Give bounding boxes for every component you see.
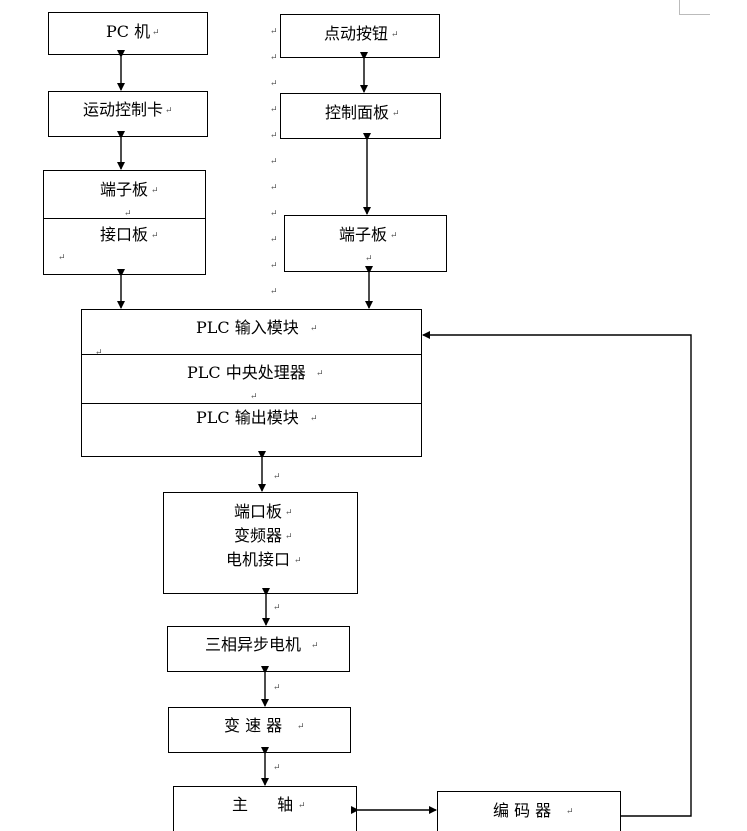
plc-box: PLC 输入模块 ↵ ↵ PLC 中央处理器 ↵ ↵ PLC 输出模块 ↵ bbox=[81, 309, 422, 457]
encoder-label: 编 码 器 bbox=[493, 801, 552, 820]
paragraph-mark: ↵ bbox=[270, 105, 278, 115]
paragraph-mark: ↵ bbox=[273, 683, 281, 693]
paragraph-mark: ↵ bbox=[566, 807, 574, 817]
paragraph-mark: ↵ bbox=[285, 532, 293, 542]
paragraph-mark: ↵ bbox=[310, 324, 318, 334]
async-motor-box: 三相异步电机 ↵ bbox=[167, 626, 350, 672]
paragraph-mark: ↵ bbox=[270, 235, 278, 245]
terminal-board-left-label: 端子板 bbox=[100, 180, 149, 199]
plc-cpu-label: PLC 中央处理器 bbox=[187, 363, 306, 382]
jog-button-label: 点动按钮 bbox=[324, 24, 389, 43]
pc-box: PC 机 ↵ bbox=[48, 12, 208, 55]
paragraph-mark: ↵ bbox=[391, 30, 399, 40]
paragraph-mark: ↵ bbox=[270, 183, 278, 193]
paragraph-mark: ↵ bbox=[270, 27, 278, 37]
paragraph-mark: ↵ bbox=[294, 556, 302, 566]
paragraph-mark: ↵ bbox=[273, 763, 281, 773]
pc-label: PC 机 bbox=[106, 22, 151, 41]
terminal-interface-board-box: 端子板 ↵ ↵ 接口板 ↵ ↵ bbox=[43, 170, 206, 275]
paragraph-mark: ↵ bbox=[285, 508, 293, 518]
spindle-label: 主 轴 bbox=[232, 795, 294, 814]
paragraph-mark: ↵ bbox=[250, 392, 258, 402]
paragraph-mark: ↵ bbox=[270, 209, 278, 219]
paragraph-mark: ↵ bbox=[392, 109, 400, 119]
reducer-label: 变 速 器 bbox=[224, 716, 283, 735]
paragraph-mark: ↵ bbox=[124, 209, 132, 219]
terminal-board-right-label: 端子板 bbox=[339, 225, 388, 244]
paragraph-mark: ↵ bbox=[365, 254, 373, 264]
plc-output-label: PLC 输出模块 bbox=[196, 408, 299, 427]
paragraph-mark: ↵ bbox=[310, 414, 318, 424]
paragraph-mark: ↵ bbox=[270, 53, 278, 63]
paragraph-mark: ↵ bbox=[270, 131, 278, 141]
inverter-label: 变频器 bbox=[234, 526, 283, 545]
async-motor-label: 三相异步电机 bbox=[205, 635, 302, 654]
page-corner-mark bbox=[679, 0, 710, 15]
spindle-box: 主 轴 ↵ bbox=[173, 786, 357, 831]
paragraph-mark: ↵ bbox=[151, 231, 159, 241]
paragraph-mark: ↵ bbox=[390, 231, 398, 241]
plc-input-label: PLC 输入模块 bbox=[196, 318, 299, 337]
paragraph-mark: ↵ bbox=[165, 106, 173, 116]
paragraph-mark-column: ↵ ↵ ↵ ↵ ↵ ↵ ↵ ↵ ↵ ↵ ↵ bbox=[270, 20, 282, 310]
paragraph-mark: ↵ bbox=[58, 253, 66, 263]
motion-control-card-box: 运动控制卡 ↵ bbox=[48, 91, 208, 137]
paragraph-mark: ↵ bbox=[270, 287, 278, 297]
inverter-box: 端口板 ↵ 变频器 ↵ 电机接口 ↵ bbox=[163, 492, 358, 594]
paragraph-mark: ↵ bbox=[270, 157, 278, 167]
paragraph-mark: ↵ bbox=[297, 722, 305, 732]
divider-line bbox=[81, 354, 422, 355]
motion-control-card-label: 运动控制卡 bbox=[83, 100, 164, 119]
paragraph-mark: ↵ bbox=[152, 28, 160, 38]
paragraph-mark: ↵ bbox=[311, 641, 319, 651]
paragraph-mark: ↵ bbox=[273, 603, 281, 613]
encoder-box: 编 码 器 ↵ bbox=[437, 791, 621, 831]
jog-button-box: 点动按钮 ↵ bbox=[280, 14, 440, 58]
arrow-encoder-feedback bbox=[422, 331, 692, 817]
paragraph-mark: ↵ bbox=[95, 348, 103, 358]
control-panel-label: 控制面板 bbox=[325, 103, 390, 122]
paragraph-mark: ↵ bbox=[270, 261, 278, 271]
divider-line bbox=[43, 218, 206, 219]
motor-interface-label: 电机接口 bbox=[226, 550, 291, 569]
paragraph-mark: ↵ bbox=[273, 472, 281, 482]
paragraph-mark: ↵ bbox=[316, 369, 324, 379]
terminal-board-right-box: 端子板 ↵ ↵ bbox=[284, 215, 447, 272]
interface-board-label: 接口板 bbox=[100, 225, 149, 244]
paragraph-mark: ↵ bbox=[270, 79, 278, 89]
reducer-box: 变 速 器 ↵ bbox=[168, 707, 351, 753]
paragraph-mark: ↵ bbox=[298, 801, 306, 811]
port-board-label: 端口板 bbox=[234, 502, 283, 521]
divider-line bbox=[81, 403, 422, 404]
control-panel-box: 控制面板 ↵ bbox=[280, 93, 441, 139]
paragraph-mark: ↵ bbox=[151, 186, 159, 196]
